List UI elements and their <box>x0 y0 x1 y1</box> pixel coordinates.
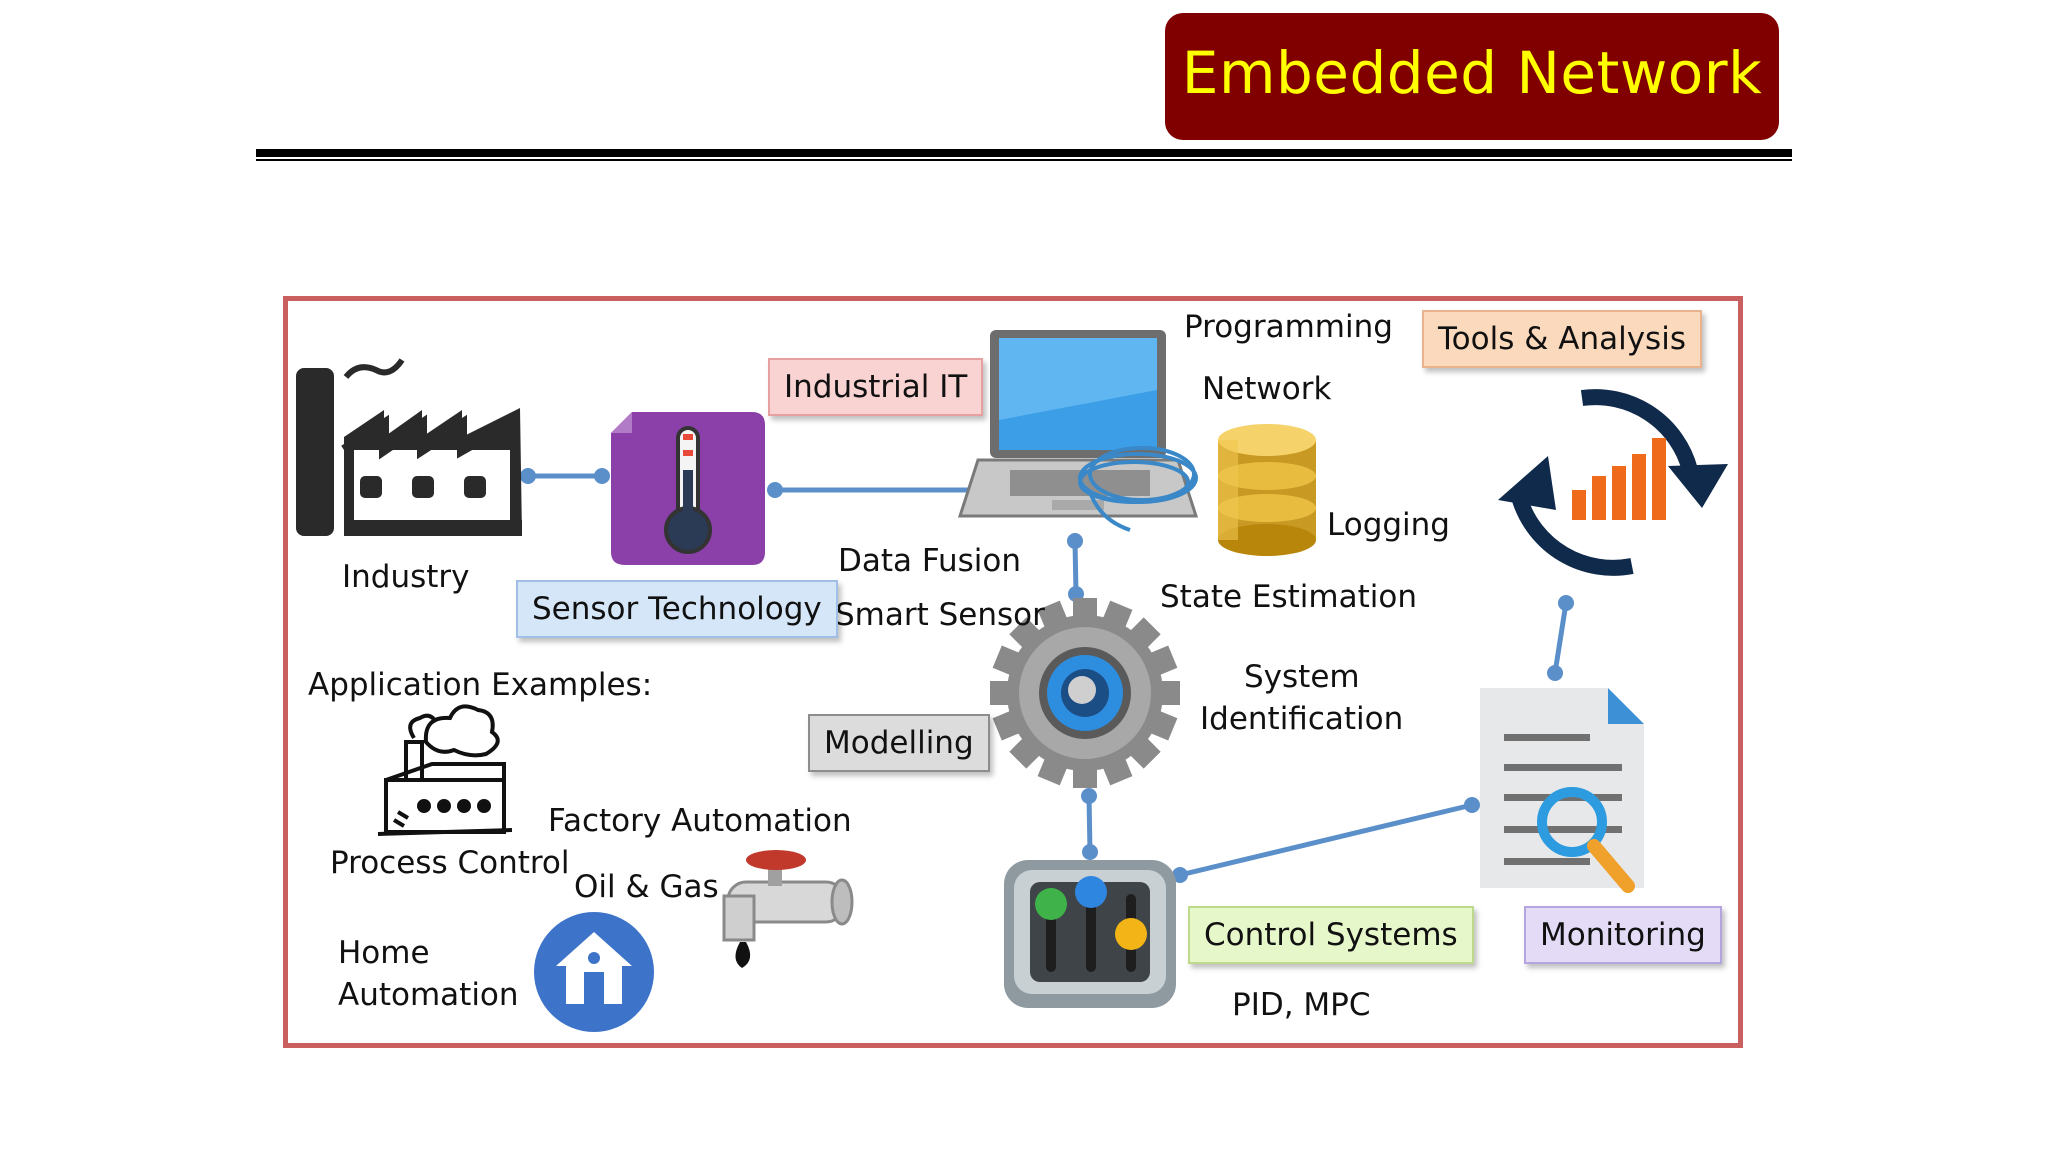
label-automation: Automation <box>338 977 519 1013</box>
label-state-estimation: State Estimation <box>1160 579 1417 615</box>
label-process-control: Process Control <box>330 845 570 881</box>
label-home: Home <box>338 935 430 971</box>
label-identification: Identification <box>1200 701 1404 737</box>
label-smart-sensor: Smart Sensor <box>835 597 1045 633</box>
label-network: Network <box>1202 371 1332 407</box>
control-panel-icon <box>1004 860 1176 1008</box>
slide-title: Embedded Network <box>1181 39 1763 107</box>
tag-sensor-technology: Sensor Technology <box>516 580 838 638</box>
database-icon <box>1218 424 1316 556</box>
label-application-examples: Application Examples: <box>308 667 653 703</box>
tag-industrial-it: Industrial IT <box>768 358 984 416</box>
label-programming: Programming <box>1184 309 1393 345</box>
home-icon <box>534 912 654 1032</box>
gear-icon <box>990 598 1180 788</box>
thermometer-icon <box>611 412 765 565</box>
label-factory-automation: Factory Automation <box>548 803 852 839</box>
label-pid-mpc: PID, MPC <box>1232 987 1371 1023</box>
tag-tools-analysis: Tools & Analysis <box>1422 310 1702 368</box>
cycle-chart-icon <box>1498 389 1728 576</box>
factory-icon <box>296 358 522 536</box>
title-banner: Embedded Network <box>1165 13 1779 140</box>
label-oil-gas: Oil & Gas <box>574 869 719 905</box>
document-search-icon <box>1480 688 1644 893</box>
connector-lines <box>528 473 1569 878</box>
label-logging: Logging <box>1327 507 1450 543</box>
tag-control-systems: Control Systems <box>1188 906 1474 964</box>
label-system: System <box>1244 659 1360 695</box>
title-divider-thin <box>256 159 1792 161</box>
title-divider <box>256 149 1792 157</box>
valve-pipe-icon <box>722 850 854 968</box>
process-factory-icon <box>377 704 513 836</box>
label-industry: Industry <box>342 559 470 595</box>
tag-modelling: Modelling <box>808 714 990 772</box>
laptop-icon <box>957 330 1199 532</box>
label-data-fusion: Data Fusion <box>838 543 1022 579</box>
tag-monitoring: Monitoring <box>1524 906 1722 964</box>
